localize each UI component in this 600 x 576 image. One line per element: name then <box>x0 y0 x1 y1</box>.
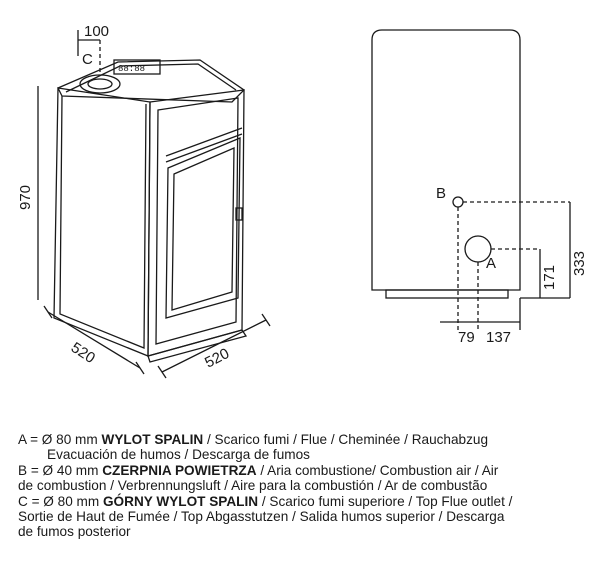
legend-c-bold: GÓRNY WYLOT SPALIN <box>102 493 259 509</box>
legend-a-bold: WYLOT SPALIN <box>101 432 204 447</box>
top-flue-outlet-c-inner <box>87 78 113 90</box>
stove-front-frame <box>155 97 239 345</box>
stove-base <box>147 329 248 363</box>
stove-left-side <box>53 87 151 357</box>
outlet-b-label: B <box>436 185 446 202</box>
depth-tick-left <box>43 305 53 319</box>
display-digits: 88:88 <box>118 64 145 74</box>
rear-base <box>385 289 509 299</box>
legend-b-line-1: B = Ø 40 mm CZERPNIA POWIETRZA / Aria co… <box>18 463 596 478</box>
legend-a-line-2: Evacuación de humos / Descarga de fumos <box>47 447 310 463</box>
outlet-a-label: A <box>486 255 496 272</box>
rear-view <box>371 29 571 330</box>
legend-c-line-2: Sortie de Haut de Fumée / Top Abgasstutz… <box>18 509 505 525</box>
legend-b-bold: CZERPNIA POWIETRZA <box>102 462 257 478</box>
depth-520-label: 520 <box>68 339 98 367</box>
height-970-label: 970 <box>17 185 34 210</box>
rear-body <box>371 29 521 291</box>
legend-c-line-1: C = Ø 80 mm GÓRNY WYLOT SPALIN / Scarico… <box>18 494 596 509</box>
stove-left-side-inner <box>59 95 147 349</box>
width-tick-right <box>261 313 271 327</box>
legend-c-rest: / Scarico fumi superiore / Top Flue outl… <box>258 493 513 509</box>
top-flue-outlet-c <box>79 74 121 94</box>
outlet-c-label: C <box>82 51 93 68</box>
height-333-label: 333 <box>571 251 588 276</box>
door-top-trim <box>165 127 243 157</box>
depth-520-dim-line <box>47 311 141 369</box>
height-171-label: 171 <box>541 265 558 290</box>
legend-a-line-1: A = Ø 80 mm WYLOT SPALIN / Scarico fumi … <box>18 432 596 447</box>
legend-c-line-3: de fumos posterior <box>18 524 131 540</box>
legend-b-prefix: B = Ø 40 mm <box>18 462 103 478</box>
door-top-trim-2 <box>165 133 243 163</box>
outlet-b <box>452 196 464 208</box>
offset-100-label: 100 <box>84 23 109 40</box>
legend-b-rest: / Aria combustione/ Combustion air / Air <box>256 462 499 478</box>
legend-b-line-2: de combustion / Verbrennungsluft / Aire … <box>18 478 488 494</box>
offset-137-label: 137 <box>486 329 511 346</box>
door-handle <box>235 207 243 221</box>
outlet-legend: A = Ø 80 mm WYLOT SPALIN / Scarico fumi … <box>18 432 596 540</box>
legend-c-prefix: C = Ø 80 mm <box>18 493 103 509</box>
front-view <box>37 30 271 379</box>
control-display <box>113 59 161 75</box>
technical-drawing: 100 C 88:88 970 520 520 B A 171 333 79 1… <box>17 23 588 379</box>
stove-front <box>147 89 245 357</box>
stove-door-glass <box>171 147 235 311</box>
offset-79-label: 79 <box>458 329 475 346</box>
depth-tick-right <box>135 361 145 375</box>
width-tick-left <box>157 365 167 379</box>
stove-top-edge <box>65 63 237 93</box>
legend-a-prefix: A = Ø 80 mm <box>18 432 102 447</box>
legend-a-rest: / Scarico fumi / Flue / Cheminée / Rauch… <box>203 432 489 447</box>
width-520-dim-line <box>161 319 267 373</box>
stove-door <box>165 137 241 319</box>
